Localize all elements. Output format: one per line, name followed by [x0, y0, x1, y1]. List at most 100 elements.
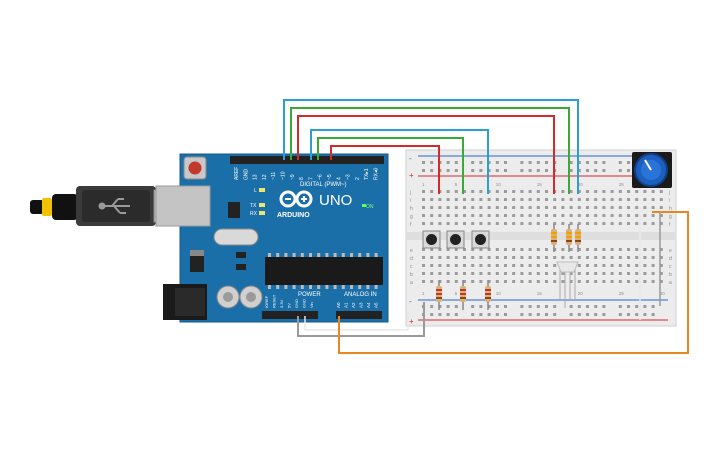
row-letter: b: [410, 272, 413, 278]
digital-pin-label: ~5: [327, 174, 333, 180]
usb-tip-band: [42, 198, 52, 216]
rgb-led[interactable]: [556, 261, 579, 308]
resistor-2[interactable]: [460, 280, 466, 310]
column-number: 15: [537, 291, 543, 296]
digital-pin-label: ~9: [290, 174, 296, 180]
breadboard-center-channel: [406, 232, 676, 240]
column-number: 25: [619, 182, 625, 187]
wires: [283, 99, 689, 354]
analog-pin-label: A0: [336, 302, 341, 308]
pushbutton-2[interactable]: [446, 230, 465, 249]
row-letter: f: [669, 222, 671, 228]
wire-red-2[interactable]: [330, 145, 440, 194]
row-letter: e: [669, 248, 672, 254]
digital-pin-label: 13: [253, 174, 259, 180]
digital-pin-label: TX▸1: [364, 168, 370, 180]
pushbutton-3[interactable]: [471, 230, 490, 249]
wire-white[interactable]: [304, 312, 409, 331]
column-number: 25: [619, 291, 625, 296]
row-letter: f: [410, 222, 412, 228]
digital-pin-label: 2: [355, 177, 361, 180]
usb-tip: [30, 200, 44, 214]
potentiometer-indicator: [644, 159, 652, 171]
uno-model-label: UNO: [319, 192, 352, 209]
row-letter: c: [669, 264, 672, 270]
wire-green-2[interactable]: [317, 137, 464, 194]
power-pin-label: 3.3V: [279, 299, 284, 308]
resistor-1[interactable]: [436, 280, 442, 310]
resistor-6[interactable]: [575, 224, 581, 252]
voltage-regulator: [190, 256, 204, 272]
column-number: 10: [496, 182, 502, 187]
led-rx-label: RX: [250, 211, 258, 217]
digital-pin-label: ~11: [271, 172, 277, 180]
analog-pin-label: A2: [351, 302, 356, 308]
rail-minus-bottom: -: [409, 297, 412, 306]
led-tx: [259, 203, 265, 207]
power-pin-label: Vin: [309, 302, 314, 308]
wire-gray[interactable]: [297, 302, 425, 337]
chip-pins: [268, 253, 378, 289]
column-number: 30: [660, 291, 666, 296]
row-letter: g: [669, 214, 672, 220]
arduino-logo-icon: [279, 190, 313, 208]
analog-pin-label: A4: [366, 302, 371, 308]
column-number: 15: [537, 182, 543, 187]
row-letter: a: [669, 280, 672, 286]
resistor-5[interactable]: [566, 224, 572, 252]
digital-pin-label: ~3: [346, 174, 352, 180]
wire-blue-1[interactable]: [283, 99, 579, 194]
digital-pin-label: 8: [299, 177, 305, 180]
row-letter: a: [410, 280, 413, 286]
row-letter: j: [668, 190, 670, 196]
rail-plus-bottom: +: [409, 317, 414, 326]
row-letter: j: [409, 190, 411, 196]
potentiometer[interactable]: [632, 152, 672, 188]
row-letter: d: [669, 256, 672, 262]
row-letter: i: [410, 198, 411, 204]
rail-minus-top: -: [409, 154, 412, 163]
led-l-label: L: [254, 188, 257, 194]
power-header: [262, 311, 318, 319]
on-label: ON: [366, 204, 374, 210]
analog-pin-label: A1: [344, 302, 349, 308]
column-number: 10: [496, 291, 502, 296]
column-number: 1: [422, 291, 425, 296]
row-letter: e: [410, 248, 413, 254]
digital-pin-label: AREF: [234, 167, 240, 180]
resistor-4[interactable]: [551, 224, 557, 252]
digital-label: DIGITAL (PWM~): [300, 182, 347, 188]
row-letter: d: [410, 256, 413, 262]
power-pin-label: IOREF: [264, 295, 269, 308]
wire-blue-2[interactable]: [310, 129, 489, 194]
digital-header: [230, 156, 384, 164]
atmega-chip: [265, 257, 383, 285]
wire-orange[interactable]: [338, 211, 689, 354]
digital-pin-label: 7: [308, 177, 314, 180]
row-letter: g: [410, 214, 413, 220]
resistor-3[interactable]: [485, 280, 491, 310]
pushbutton-cap: [450, 234, 461, 245]
crystal-oscillator: [213, 228, 259, 246]
row-letter: h: [669, 206, 672, 212]
wire-green-1[interactable]: [290, 107, 570, 194]
column-number: 1: [422, 182, 425, 187]
arduino-logo-text: ARDUINO: [277, 212, 310, 219]
column-number: 20: [578, 182, 584, 187]
pushbutton-1[interactable]: [422, 230, 441, 249]
column-number: 5: [455, 182, 458, 187]
analog-header: [336, 311, 382, 319]
digital-pin-label: GND: [243, 169, 249, 180]
power-label: POWER: [298, 292, 321, 298]
digital-pin-label: 12: [262, 174, 268, 180]
led-l: [259, 188, 265, 192]
digital-pin-label: RX◂0: [374, 168, 380, 180]
wire-red-1[interactable]: [297, 115, 555, 194]
reset-button-cap: [188, 161, 202, 175]
column-number: 20: [578, 291, 584, 296]
digital-pin-label: ~6: [318, 174, 324, 180]
led-tx-label: TX: [250, 203, 257, 209]
